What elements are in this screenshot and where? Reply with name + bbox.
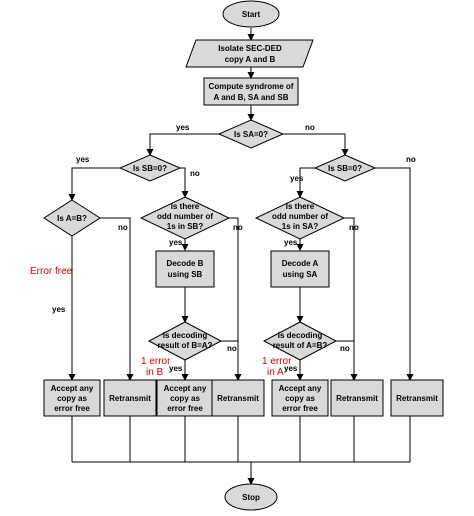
- accept3-label-1: Accept any: [279, 384, 322, 393]
- annotation-error-free: Error free: [30, 266, 73, 277]
- check-b-label-2: result of B=A?: [158, 341, 213, 350]
- accept2-node: Accept any copy as error free: [156, 379, 214, 417]
- retransmit3-label: Retransmit: [336, 394, 378, 403]
- retransmit1-label: Retransmit: [109, 394, 151, 403]
- no-label-ab: no: [118, 223, 128, 232]
- accept2-label-2: copy as: [170, 394, 200, 403]
- decode-a-label-1: Decode A: [282, 259, 319, 268]
- odd-b-label-3: 1s in SB?: [167, 222, 204, 231]
- odd-b-label-2: odd number of: [157, 212, 213, 221]
- is-ab-label: Is A=B?: [57, 214, 87, 223]
- compute-node: Compute syndrome of A and B, SA and SB: [203, 77, 299, 106]
- no-label-check-b: no: [227, 344, 237, 353]
- odd-a-label-2: odd number of: [272, 212, 328, 221]
- retransmit3-node: Retransmit: [330, 379, 384, 417]
- no-label-odd-a: no: [349, 223, 359, 232]
- accept1-label-2: copy as: [57, 394, 87, 403]
- annotation-one-error-a-2: in A: [267, 367, 284, 378]
- annotation-one-error-b-2: in B: [146, 367, 164, 378]
- edge-sb-left-no: [180, 167, 189, 198]
- decode-b-label-1: Decode B: [167, 259, 204, 268]
- check-a-label-1: Is decoding: [278, 331, 323, 340]
- start-label: Start: [242, 10, 261, 19]
- odd-a-label-1: Is there: [286, 202, 315, 211]
- retransmit2-label: Retransmit: [217, 394, 259, 403]
- yes-label-check-b: yes: [169, 364, 183, 373]
- odd-b-decision: Is there odd number of 1s in SB?: [139, 196, 231, 240]
- accept3-node: Accept any copy as error free: [271, 379, 329, 417]
- yes-label-sb-left: yes: [76, 155, 90, 164]
- check-b-label-1: Is decoding: [163, 331, 208, 340]
- edge-sb-right-yes: [296, 167, 315, 198]
- is-sb-right-label: Is SB=0?: [328, 164, 362, 173]
- stop-label: Stop: [242, 493, 260, 502]
- is-ab-decision: Is A=B?: [43, 199, 101, 237]
- yes-label-sb-right: yes: [290, 174, 304, 183]
- accept3-label-3: error free: [282, 404, 318, 413]
- yes-label-check-a: yes: [284, 364, 298, 373]
- decode-a-label-2: using SA: [283, 270, 318, 279]
- edge-ab-no: [100, 217, 134, 381]
- yes-label-ab: yes: [52, 305, 66, 314]
- compute-label-1: Compute syndrome of: [209, 82, 294, 91]
- odd-a-decision: Is there odd number of 1s in SA?: [254, 196, 346, 240]
- accept1-label-1: Accept any: [51, 384, 94, 393]
- edge-sb-left-yes: [68, 167, 120, 201]
- check-b-decision: Is decoding result of B=A?: [147, 321, 223, 361]
- accept2-label-1: Accept any: [164, 384, 207, 393]
- is-sa-label: Is SA=0?: [234, 130, 268, 139]
- yes-label-sa: yes: [176, 123, 190, 132]
- is-sb-right-decision: Is SB=0?: [313, 154, 377, 182]
- edge-odd-a-no: [344, 217, 358, 381]
- retransmit4-label: Retransmit: [396, 394, 438, 403]
- no-label-sb-right: no: [406, 155, 416, 164]
- no-label-check-a: no: [340, 344, 350, 353]
- retransmit4-node: Retransmit: [390, 379, 444, 417]
- annotations: Error free 1 error in B 1 error in A: [30, 266, 292, 378]
- yes-label-odd-a: yes: [284, 238, 298, 247]
- branch-labels: yes no yes no yes no yes no yes no yes n…: [52, 123, 416, 373]
- annotation-one-error-a-1: 1 error: [262, 356, 292, 367]
- retransmit1-node: Retransmit: [103, 379, 157, 417]
- retransmit2-node: Retransmit: [211, 379, 265, 417]
- isolate-label-1: Isolate SEC-DED: [218, 44, 282, 53]
- compute-label-2: A and B, SA and SB: [214, 93, 289, 102]
- is-sb-left-decision: Is SB=0?: [118, 154, 182, 182]
- odd-b-label-1: Is there: [171, 202, 200, 211]
- isolate-node: Isolate SEC-DED copy A and B: [185, 39, 314, 68]
- isolate-label-2: copy A and B: [225, 55, 276, 64]
- edge-is-sa-yes: [146, 133, 219, 156]
- is-sa-decision: Is SA=0?: [217, 119, 285, 149]
- no-label-sb-left: no: [190, 169, 200, 178]
- accept1-node: Accept any copy as error free: [43, 379, 101, 417]
- edge-odd-b-no: [229, 217, 242, 381]
- yes-label-odd-b: yes: [169, 238, 183, 247]
- odd-a-label-3: 1s in SA?: [282, 222, 319, 231]
- edge-sb-right-no: [375, 167, 414, 381]
- decode-a-node: Decode A using SA: [270, 250, 330, 288]
- accept3-label-2: copy as: [285, 394, 315, 403]
- stop-node: Stop: [224, 483, 278, 511]
- edge-is-sa-no: [283, 133, 349, 156]
- no-label-sa: no: [305, 123, 315, 132]
- accept2-label-3: error free: [167, 404, 203, 413]
- decode-b-label-2: using SB: [168, 270, 203, 279]
- annotation-one-error-b-1: 1 error: [141, 356, 171, 367]
- start-node: Start: [222, 0, 280, 28]
- check-a-label-2: result of A=B?: [273, 341, 328, 350]
- no-label-odd-b: no: [233, 223, 243, 232]
- check-a-decision: Is decoding result of A=B?: [262, 321, 338, 361]
- accept1-label-3: error free: [54, 404, 90, 413]
- decode-b-node: Decode B using SB: [155, 250, 215, 288]
- is-sb-left-label: Is SB=0?: [133, 164, 167, 173]
